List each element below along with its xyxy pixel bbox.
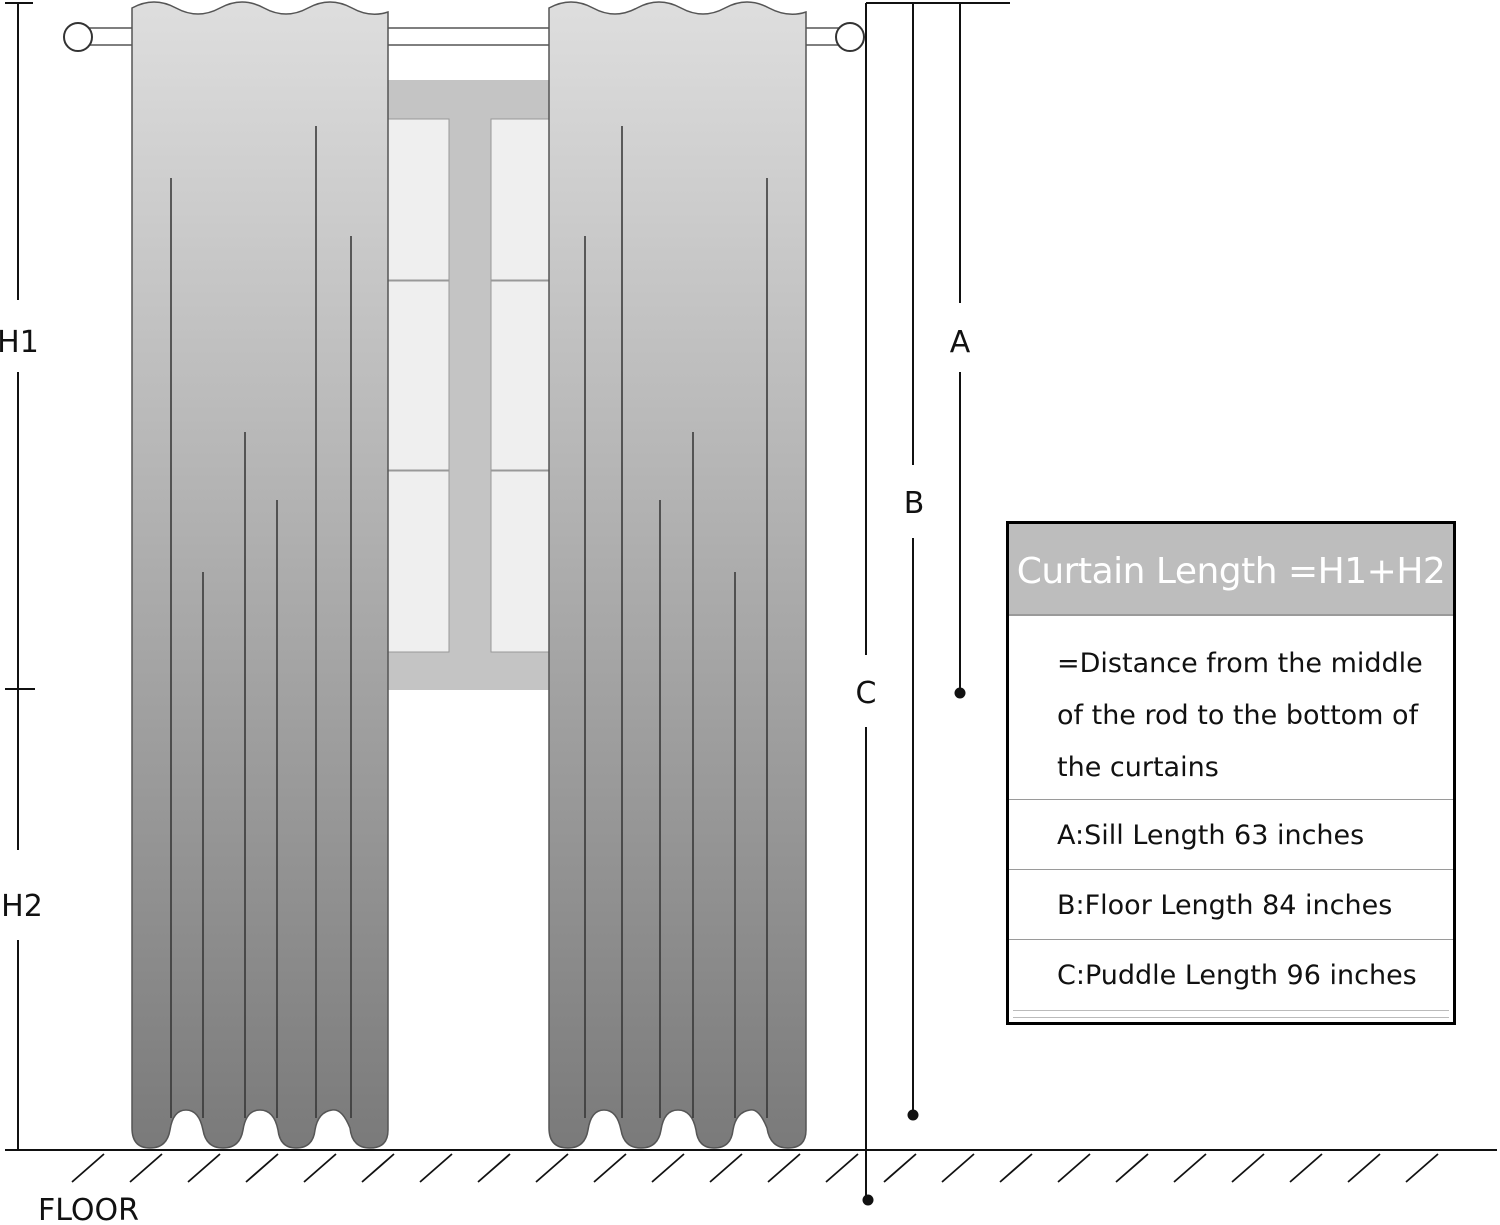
window-pane	[387, 470, 450, 653]
legend-description-line: of the rod to the bottom of	[1057, 700, 1419, 731]
curtain-length-legend: Curtain Length =H1+H2 =Distance from the…	[1006, 521, 1456, 1025]
b-label: B	[904, 486, 925, 521]
window-pane	[490, 470, 553, 653]
c-label: C	[856, 676, 877, 711]
floor-hatch	[187, 1153, 221, 1183]
legend-description-line: the curtains	[1057, 752, 1219, 783]
h1-label: H1	[0, 325, 39, 360]
floor-hatch	[303, 1153, 337, 1183]
floor-hatch	[1347, 1153, 1381, 1183]
floor-hatch	[1231, 1153, 1265, 1183]
marker-a-end	[954, 687, 966, 699]
floor-hatch	[1289, 1153, 1323, 1183]
floor	[35, 1149, 1497, 1183]
floor-hatch	[361, 1153, 395, 1183]
abc-dimension	[862, 2, 1010, 1206]
window-pane	[387, 280, 450, 471]
legend-footer-rule	[1013, 1010, 1449, 1018]
legend-title: Curtain Length =H1+H2	[1009, 524, 1453, 616]
floor-hatch	[767, 1153, 801, 1183]
floor-hatch	[825, 1153, 859, 1183]
window-pane	[490, 280, 553, 471]
floor-hatch	[477, 1153, 511, 1183]
legend-description-line: =Distance from the middle	[1057, 648, 1423, 679]
window-pane	[490, 118, 553, 281]
h2-label: H2	[1, 889, 43, 924]
floor-hatch	[709, 1153, 743, 1183]
legend-row-floor-length: B:Floor Length 84 inches	[1009, 870, 1453, 940]
rod-finial-left	[63, 22, 93, 52]
floor-hatch	[245, 1153, 279, 1183]
floor-hatch	[535, 1153, 569, 1183]
floor-hatch	[593, 1153, 627, 1183]
floor-hatch	[883, 1153, 917, 1183]
window	[372, 80, 568, 690]
window-pane	[387, 118, 450, 281]
floor-hatch	[71, 1153, 105, 1183]
floor-label: FLOOR	[38, 1193, 139, 1225]
floor-hatch	[1405, 1153, 1439, 1183]
marker-c-end	[862, 1194, 874, 1206]
legend-row-puddle-length: C:Puddle Length 96 inches	[1057, 960, 1417, 991]
legend-row-sill-length: A:Sill Length 63 inches	[1009, 800, 1453, 870]
curtain-panel-left	[131, 1, 389, 1149]
curtain-panel-right	[548, 1, 807, 1149]
floor-hatch	[941, 1153, 975, 1183]
floor-hatch	[1057, 1153, 1091, 1183]
floor-hatch	[419, 1153, 453, 1183]
h-dimension	[5, 2, 35, 1151]
floor-hatch	[651, 1153, 685, 1183]
marker-b-end	[907, 1109, 919, 1121]
floor-hatch	[999, 1153, 1033, 1183]
floor-hatch	[1173, 1153, 1207, 1183]
legend-description: =Distance from the middle of the rod to …	[1009, 616, 1453, 800]
floor-hatch	[1115, 1153, 1149, 1183]
rod-finial-right	[835, 22, 865, 52]
floor-hatch	[129, 1153, 163, 1183]
a-label: A	[950, 325, 971, 360]
